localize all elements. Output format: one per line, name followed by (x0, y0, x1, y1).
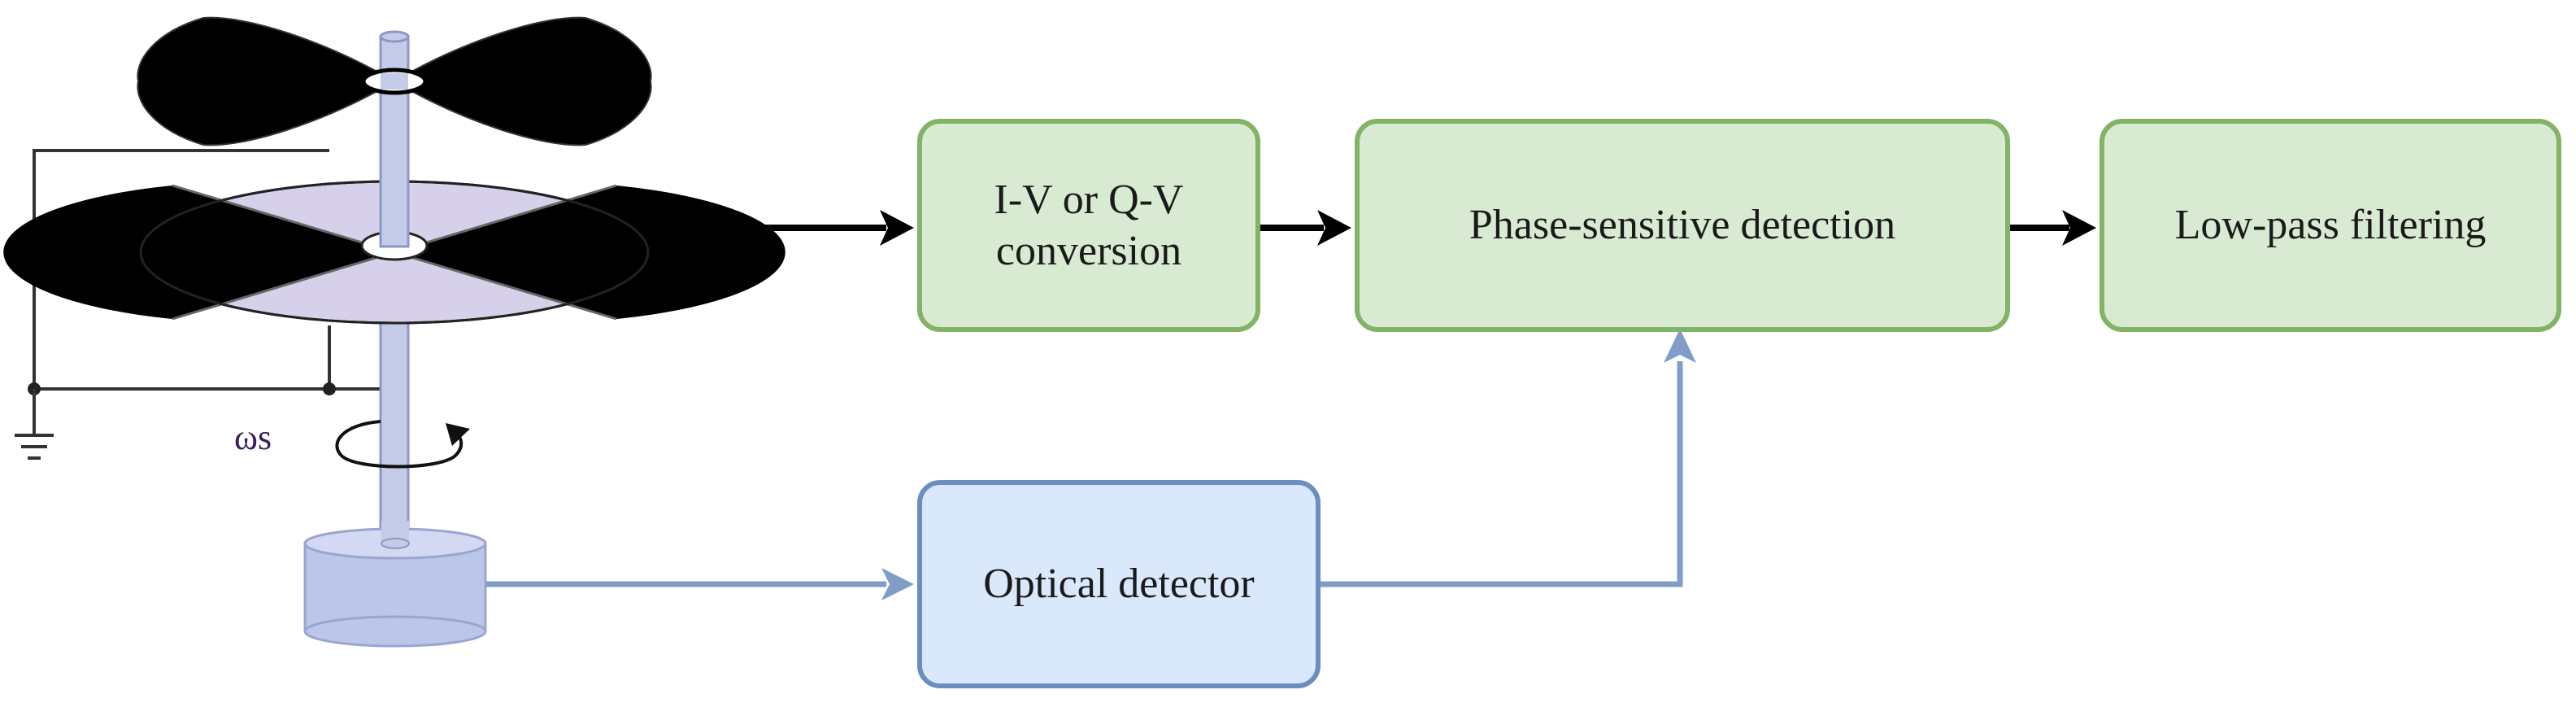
rotation-arrow-icon (335, 420, 470, 469)
iv-conversion-line2: conversion (995, 228, 1182, 274)
phase-detection-label: Phase-sensitive detection (1469, 202, 1896, 249)
arrow-optical-to-psd (1321, 329, 1696, 587)
phase-detection-block: Phase-sensitive detection (1355, 119, 2010, 332)
optical-detector-label: Optical detector (983, 561, 1255, 608)
junction-right (323, 382, 336, 395)
low-pass-label: Low-pass filtering (2174, 202, 2487, 249)
optical-detector-block: Optical detector (917, 480, 1321, 688)
stator-disk-icon (3, 180, 785, 325)
ground-icon (15, 389, 54, 460)
rotation-speed-label: ωs (234, 417, 272, 457)
shaft-lower (379, 316, 410, 547)
motor-icon (303, 521, 487, 648)
rotor-vane-icon (137, 16, 652, 146)
low-pass-block: Low-pass filtering (2100, 119, 2561, 332)
arrow-motor-to-optical (486, 568, 914, 600)
arrow-psd-to-lpf (2010, 210, 2096, 246)
arrow-iv-to-psd (1260, 210, 1351, 246)
iv-conversion-line1: I-V or Q-V (994, 176, 1184, 223)
shaft-top (379, 30, 410, 43)
iv-conversion-block: I-V or Q-V conversion (917, 119, 1260, 332)
arrow-disk-to-iv (648, 210, 914, 246)
